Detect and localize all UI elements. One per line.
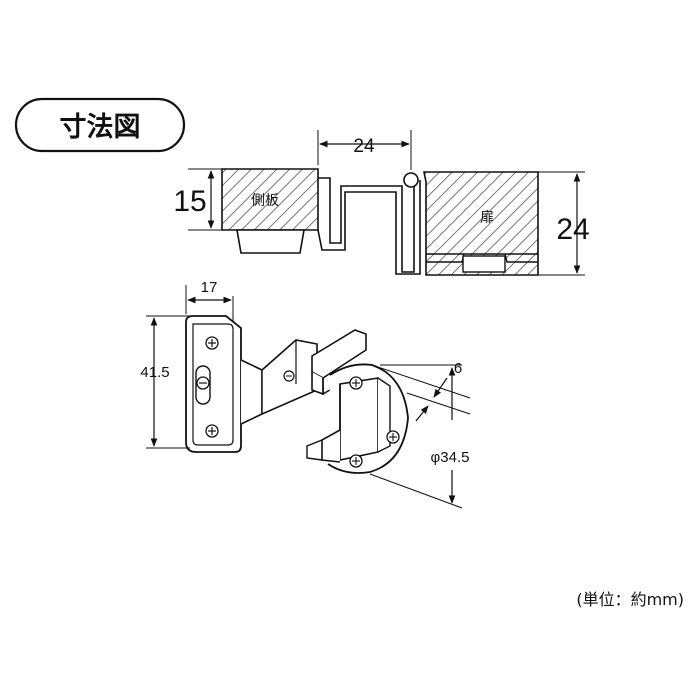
hinge-arm-section bbox=[318, 175, 415, 273]
mounting-plate-section bbox=[236, 229, 305, 254]
unit-note: (単位：約mm) bbox=[576, 590, 684, 609]
door-label: 扉 bbox=[480, 210, 494, 226]
pivot-knuckle bbox=[403, 172, 419, 188]
cup-offset-dimension: 24 bbox=[353, 136, 375, 157]
side-panel-label: 側板 bbox=[251, 193, 279, 209]
title-text: 寸法図 bbox=[60, 112, 141, 143]
hinge-isometric-view: 17 41.5 6 φ34.5 bbox=[140, 279, 471, 509]
section-view: 側板 扉 24 15 24 bbox=[173, 130, 590, 276]
mounting-plate bbox=[185, 315, 242, 453]
panel-thickness-dimension: 15 bbox=[173, 185, 206, 218]
cup-diameter-dimension: φ34.5 bbox=[431, 449, 470, 466]
door-thickness-dimension: 24 bbox=[556, 213, 589, 246]
cup-depth-dimension: 6 bbox=[454, 360, 462, 377]
plate-width-dimension: 17 bbox=[201, 279, 218, 296]
plate-height-dimension: 41.5 bbox=[140, 364, 169, 381]
door-section bbox=[423, 171, 539, 276]
title-badge: 寸法図 bbox=[14, 97, 186, 153]
